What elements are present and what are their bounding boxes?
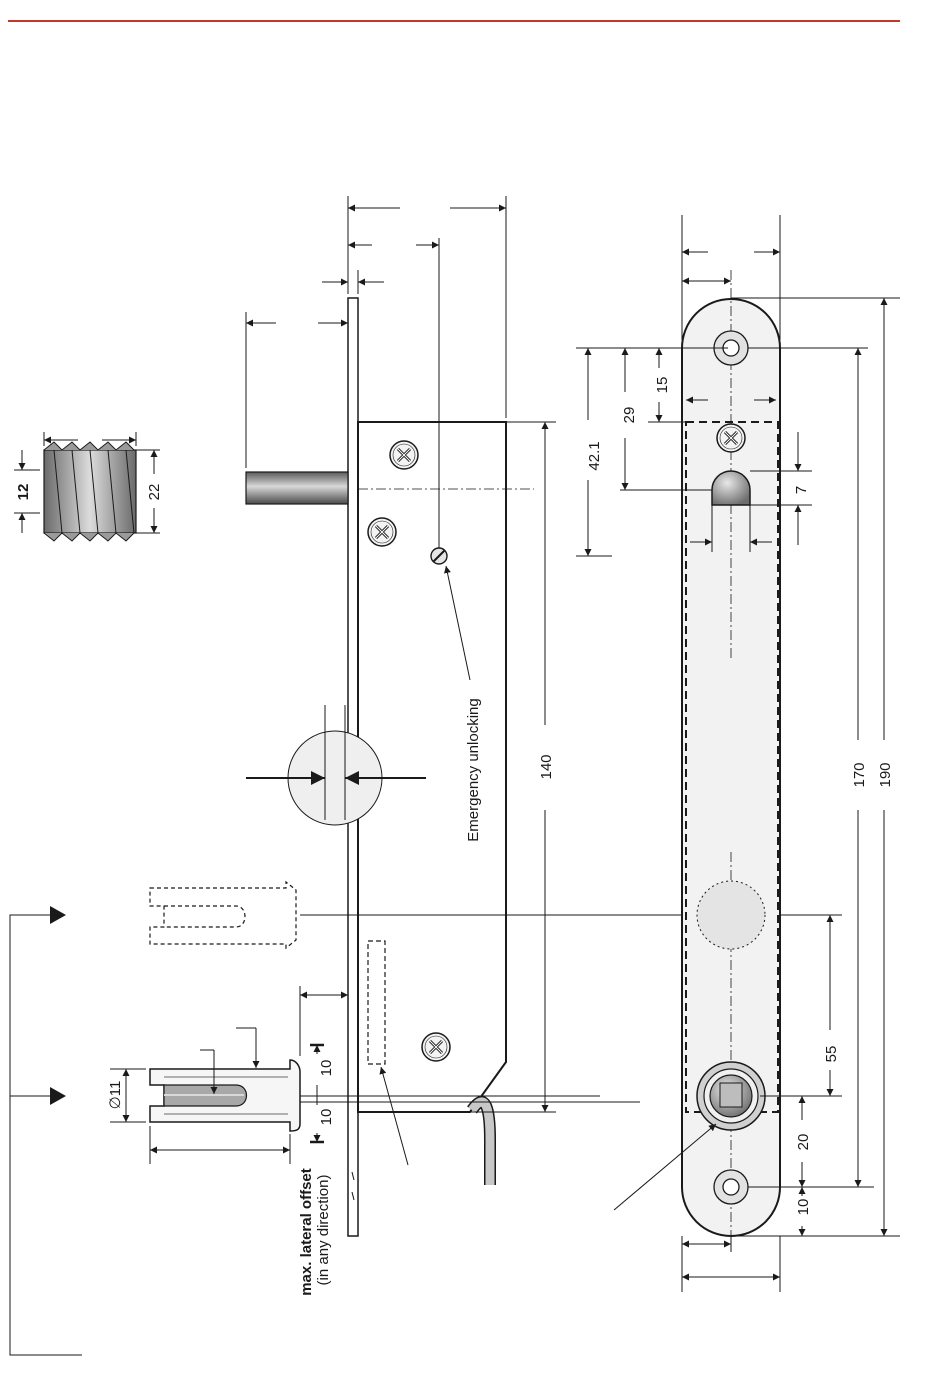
screw-icon [390,441,418,469]
dim-15: 15 [654,377,671,394]
in-any-direction-label: (in any direction) [315,1175,332,1286]
arrow-head-icon [50,906,66,924]
alt-socket-dashed [150,882,296,948]
dim-dia11: ∅11 [107,1081,124,1110]
emergency-unlocking-label: Emergency unlocking [465,698,482,841]
dim-55: 55 [823,1046,840,1063]
emergency-unlock-screw [431,548,447,564]
dim-140: 140 [538,754,555,779]
max-lateral-offset-label: max. lateral offset [298,1168,315,1296]
dim-170: 170 [851,762,868,787]
dim-29: 29 [621,407,638,424]
dim-7: 7 [793,486,810,494]
dim-12: 12 [15,484,32,501]
striker-socket [150,1060,300,1131]
striker-plate [682,270,780,1236]
arrow-head-icon [50,1087,66,1105]
dim-10-lower: 10 [318,1109,335,1126]
screw-icon [717,424,745,452]
screw-icon [422,1033,450,1061]
dim-10-plate: 10 [795,1199,812,1216]
threaded-bushing [44,442,136,541]
dim-10-upper: 10 [318,1060,335,1077]
dim-190: 190 [877,762,894,787]
dim-42-1: 42.1 [586,441,603,470]
screw-icon [368,518,396,546]
dim-20: 20 [795,1134,812,1151]
dim-22: 22 [146,484,163,501]
